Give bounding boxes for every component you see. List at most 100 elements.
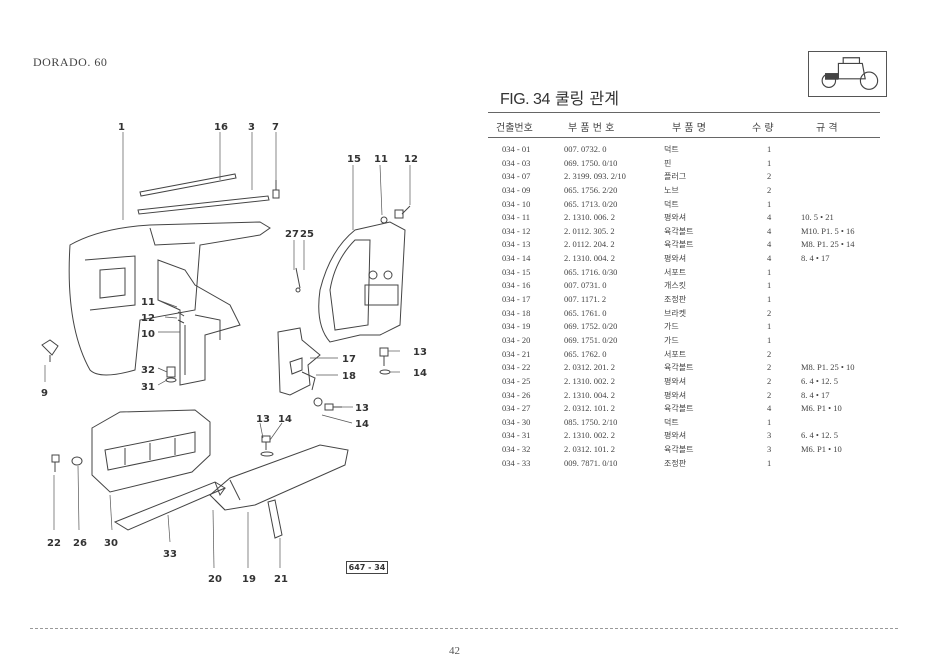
part-number: 069. 1752. 0/20 [564,321,618,332]
part-code: 034 - 07 [502,171,531,182]
callout-label: 20 [208,574,222,585]
bolt-group-right [260,347,391,457]
callout-label: 19 [242,574,256,585]
part-quantity: 1 [767,266,772,277]
part-name: 평와셔 [664,376,687,386]
part-name: 덕트 [664,145,679,154]
part-name: 서포트 [664,267,687,277]
part-code: 034 - 22 [502,362,531,373]
part-spec: 8. 4 • 17 [801,253,830,264]
part-code: 034 - 21 [502,348,531,359]
part-spec: 8. 4 • 17 [801,389,830,400]
part-number: 069. 1751. 0/20 [564,334,618,345]
guard-part [113,444,349,531]
part-spec: M6. P1 • 10 [801,403,842,414]
callout-label: 18 [342,371,356,382]
callout-label: 31 [141,382,155,393]
callout-label: 21 [274,574,288,585]
part-number: 007. 0731. 0 [564,280,607,291]
bolt-group-left [51,454,83,472]
part-code: 034 - 32 [502,444,531,455]
part-quantity: 1 [767,457,772,468]
part-number: 065. 1762. 0 [564,348,607,359]
part-code: 034 - 30 [502,416,531,427]
callout-label: 14 [278,414,292,425]
part-quantity: 1 [767,157,772,168]
tractor-icon-graphic [821,57,879,90]
callout-label: 13 [256,414,270,425]
header-name: 부 품 명 [672,123,706,134]
exploded-parts-diagram: 1 16 3 7 15 11 12 27 25 11 12 10 32 31 9… [30,110,450,600]
callout-label: 1 [118,122,125,133]
callout-label: 30 [104,538,118,549]
part-quantity: 2 [767,184,772,195]
callout-label: 12 [404,154,418,165]
header-spec: 규 격 [816,123,838,134]
part-name: 브라켓 [664,308,687,318]
part-name: 평와셔 [664,431,687,441]
part-number: 009. 7871. 0/10 [564,457,618,468]
part-name: 평와셔 [664,213,687,223]
callout-label: 17 [342,354,356,365]
callout-label: 32 [141,365,155,376]
part-quantity: 4 [767,403,772,414]
callout-label: 13 [355,403,369,414]
callout-label: 16 [214,122,228,133]
part-number: 2. 1310. 002. 2 [564,375,615,386]
part-number: 2. 0312. 101. 2 [564,444,615,455]
callout-label: 22 [47,538,61,549]
part-quantity: 4 [767,212,772,223]
part-code: 034 - 09 [502,184,531,195]
part-code: 034 - 27 [502,403,531,414]
part-code: 034 - 26 [502,389,531,400]
callout-label: 12 [141,313,155,324]
part-name: 덕트 [664,417,679,427]
part-code: 034 - 01 [502,144,531,154]
part-number: 2. 1310. 004. 2 [564,389,615,400]
part-name: 평와셔 [664,254,687,264]
part-code: 034 - 11 [502,212,531,223]
part-number: 069. 1750. 0/10 [564,157,618,168]
callout-label: 14 [413,368,427,379]
part-quantity: 2 [767,171,772,182]
callout-label: 7 [272,122,279,133]
part-name: 플러그 [664,172,687,182]
part-quantity: 4 [767,253,772,264]
part-number: 007. 1171. 2 [564,294,607,305]
part-spec: M6. P1 • 10 [801,444,842,455]
part-spec: 6. 4 • 12. 5 [801,430,838,441]
part-name: 육각볼트 [664,404,694,414]
bottom-divider [30,628,898,629]
part-quantity: 4 [767,239,772,250]
callout-label: 11 [141,297,155,308]
figure-caption: 쿨링 관계 [554,89,619,108]
callout-label: 10 [141,329,155,340]
part-quantity: 2 [767,389,772,400]
part-quantity: 1 [767,321,772,332]
part-number: 007. 0732. 0 [564,144,607,154]
part-spec: 6. 4 • 12. 5 [801,375,838,386]
part-quantity: 1 [767,334,772,345]
callout-label: 25 [300,229,314,240]
part-number: 2. 0312. 101. 2 [564,403,615,414]
part-code: 034 - 18 [502,307,531,318]
callout-label: 33 [163,549,177,560]
bolt-part [272,180,280,199]
part-quantity: 2 [767,375,772,386]
table-header: 건출번호 부 품 번 호 부 품 명 수 량 규 격 [488,112,880,138]
callout-label: 9 [41,388,48,399]
part-quantity: 1 [767,294,772,305]
part-number: 2. 1310. 002. 2 [564,430,615,441]
panel-part [318,221,406,343]
